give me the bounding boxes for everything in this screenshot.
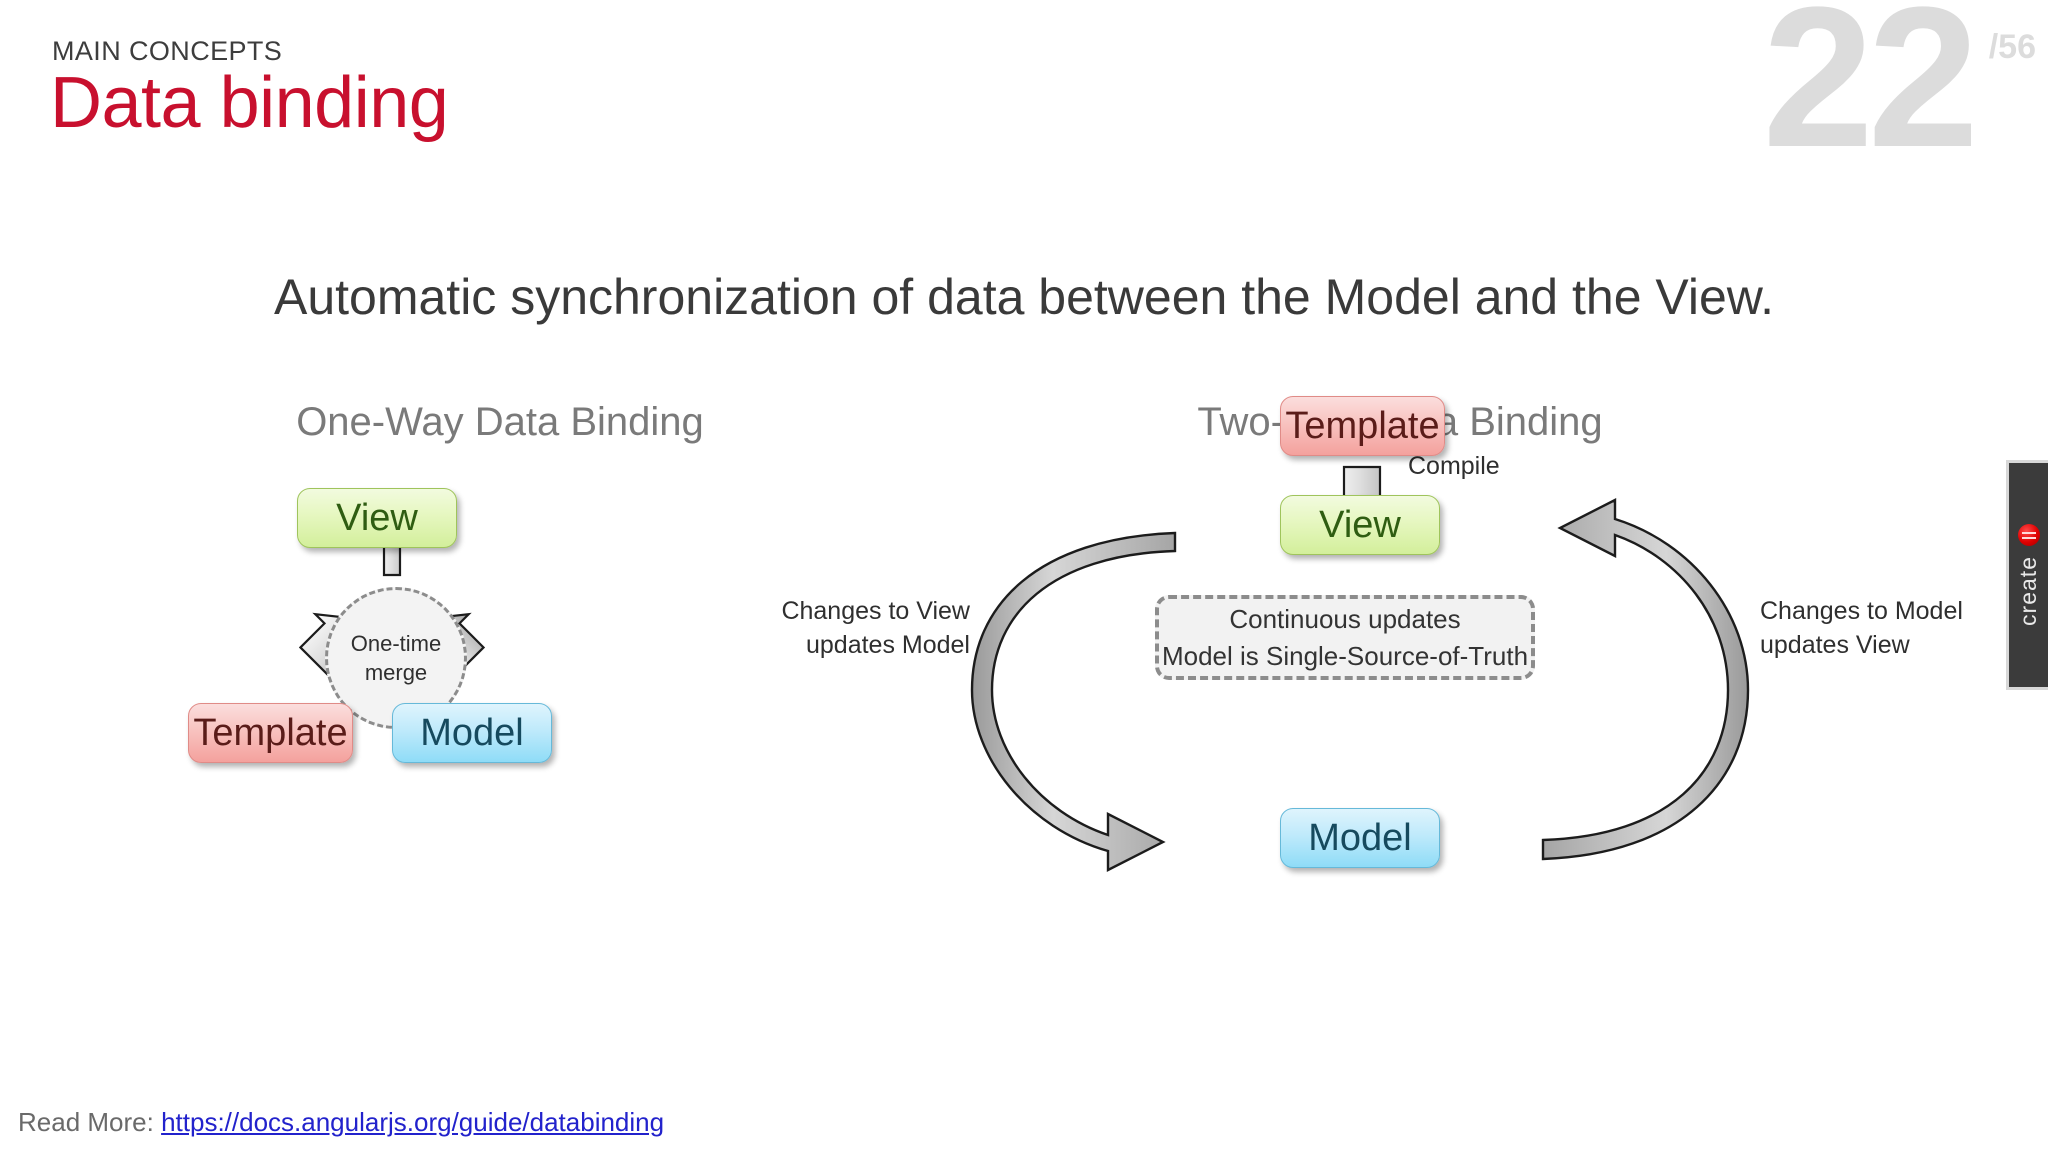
compile-label: Compile (1408, 452, 1500, 480)
changes-to-view-line-2: updates Model (805, 630, 970, 659)
node-view-two-way-label: View (1319, 503, 1401, 546)
one-way-arrows (298, 512, 486, 681)
node-view-one-way-label: View (336, 496, 418, 539)
changes-to-view-label: Changes to View updates Model (770, 595, 970, 663)
one-way-diagram: One-Way Data Binding View (120, 400, 880, 920)
node-template-one-way-label: Template (193, 711, 348, 754)
two-way-diagram: Two-Way Data Binding (781, 396, 1963, 920)
node-model-one-way[interactable]: Model (392, 703, 552, 763)
node-model-two-way[interactable]: Model (1280, 808, 1440, 868)
changes-to-model-line-2: updates View (1760, 630, 1910, 659)
one-way-title: One-Way Data Binding (296, 400, 704, 444)
merge-line-1: One-time (350, 630, 442, 656)
page-title: Data binding (50, 63, 449, 143)
create-side-tab[interactable]: create (2006, 460, 2048, 690)
continuous-updates-note: Continuous updates Model is Single-Sourc… (1155, 595, 1535, 680)
red-badge-icon (2017, 524, 2040, 547)
node-model-two-way-label: Model (1308, 816, 1412, 859)
lead-sentence: Automatic synchronization of data betwee… (273, 269, 1775, 325)
node-view-two-way[interactable]: View (1280, 495, 1440, 555)
note-line-1: Continuous updates (1229, 603, 1461, 634)
changes-to-view-line-1: Changes to View (781, 597, 970, 625)
footer: Read More: https://docs.angularjs.org/gu… (18, 1107, 664, 1138)
node-template-two-way-label: Template (1285, 404, 1440, 447)
arrow-model-to-view (1541, 498, 1750, 861)
node-template-two-way[interactable]: Template (1280, 396, 1445, 456)
changes-to-model-line-1: Changes to Model (1760, 597, 1963, 625)
note-line-2: Model is Single-Source-of-Truth (1161, 640, 1529, 671)
page-total: /56 (1988, 28, 2036, 66)
changes-to-model-label: Changes to Model updates View (1760, 595, 1990, 663)
footer-prefix: Read More: (18, 1107, 162, 1137)
node-view-one-way[interactable]: View (297, 488, 457, 548)
node-model-one-way-label: Model (420, 711, 524, 754)
read-more-link[interactable]: https://docs.angularjs.org/guide/databin… (161, 1107, 665, 1137)
create-side-tab-label: create (2015, 556, 2041, 626)
arrow-view-to-model (970, 531, 1177, 872)
page-number: 22 (1762, 0, 1979, 189)
node-template-one-way[interactable]: Template (188, 703, 353, 763)
merge-line-2: merge (364, 660, 428, 685)
slide-kicker: MAIN CONCEPTS (52, 36, 283, 66)
create-side-tab-inner: create (2015, 524, 2042, 626)
